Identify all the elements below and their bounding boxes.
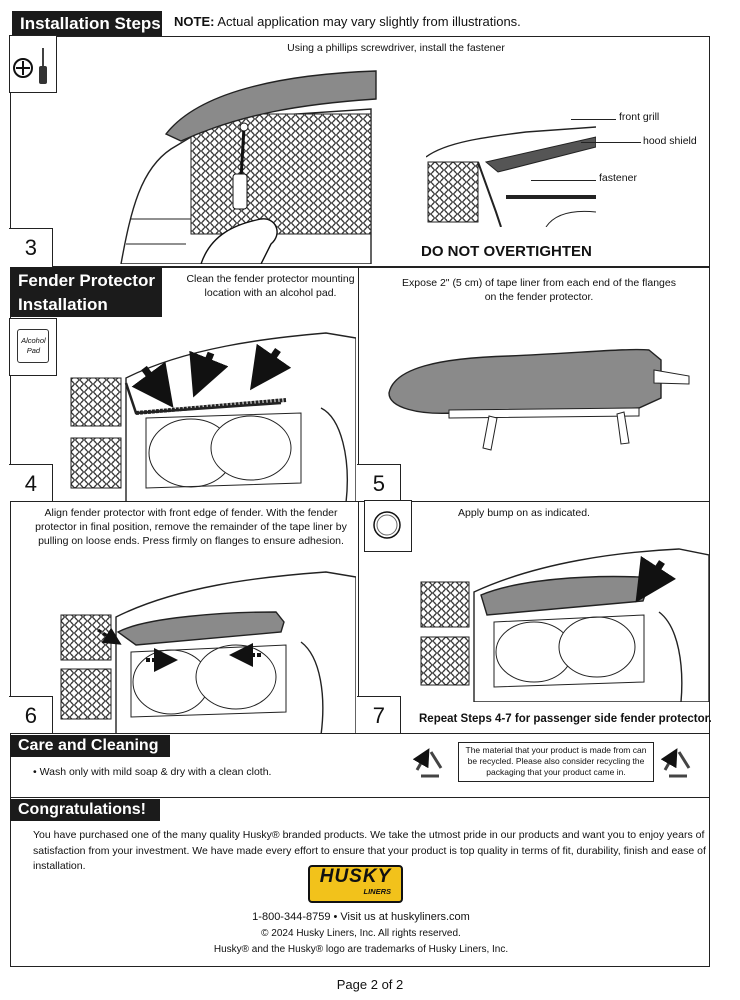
step6-caption-line3: pulling on loose ends. Press firmly on f… [38,535,344,548]
label-front-grill: front grill [619,111,660,123]
page-number: Page 2 of 2 [336,977,404,992]
step5-caption-line1: Expose 2" (5 cm) of tape liner from each… [402,277,676,289]
step6-caption: Align fender protector with front edge o… [26,506,356,549]
step4-caption-line2: location with an alcohol pad. [204,287,337,300]
label-hood-shield: hood shield [643,135,697,147]
step7-repeat-note: Repeat Steps 4-7 for passenger side fend… [419,713,712,725]
label-fastener: fastener [599,172,637,184]
congrats-header: Congratulations! [10,799,160,821]
recycle-icon-right [659,746,691,778]
alcohol-pad-icon-box: Alcohol Pad [9,318,58,376]
note-text: Actual application may vary slightly fro… [214,14,521,29]
screwdriver-icon [13,48,48,85]
care-bullet: • Wash only with mild soap & dry with a … [33,766,272,778]
step7-caption: Apply bump on as indicated. [458,507,590,519]
congrats-title: Congratulations! [18,801,146,818]
step7-number: 7 [357,695,402,736]
step3-caption: Using a phillips screwdriver, install th… [287,42,505,54]
bump-on-icon [373,511,401,540]
step6-panel: Align fender protector with front edge o… [9,501,360,736]
step3-number: 3 [9,227,54,268]
alcohol-pad-label-line2: Pad [26,346,41,355]
leader-line-front-grill [571,119,616,120]
step5-caption-line2: on the fender protector. [484,291,594,304]
leader-line-hood-shield [581,142,641,143]
fender-title-line2: Installation [18,295,108,314]
congrats-line3: installation. [33,860,86,872]
copyright-line: © 2024 Husky Liners, Inc. All rights res… [261,928,461,939]
note-label: NOTE: [174,14,215,29]
recycle-line1: The material that your product is made f… [465,745,647,755]
step5-illustration [388,348,690,451]
screwdriver-icon-box [9,35,58,94]
fender-title-line1: Fender Protector [18,271,155,290]
care-header: Care and Cleaning [10,735,170,757]
congrats-body: You have purchased one of the many quali… [33,828,706,875]
congrats-panel: You have purchased one of the many quali… [10,797,710,967]
congrats-line2: satisfaction from your investment. We ha… [33,844,706,857]
congrats-line1: You have purchased one of the many quali… [33,829,705,841]
step3-panel: Using a phillips screwdriver, install th… [9,35,710,268]
step5-number: 5 [357,463,402,504]
step4-caption: Clean the fender protector mounting loca… [183,272,358,300]
alcohol-pad-icon: Alcohol Pad [17,329,50,363]
contact-line: 1-800-344-8759 • Visit us at huskyliners… [252,911,470,923]
step5-caption: Expose 2" (5 cm) of tape liner from each… [389,276,689,304]
recycle-line2: be recycled. Please also consider recycl… [467,756,645,766]
step5-panel: Expose 2" (5 cm) of tape liner from each… [357,267,710,504]
step4-caption-line1: Clean the fender protector mounting [186,273,355,285]
husky-logo-text: HUSKY [319,866,392,887]
fender-protector-header: Fender Protector Installation [10,267,162,317]
installation-steps-title: Installation Steps [20,14,161,33]
bump-on-icon-box [364,500,412,553]
husky-logo: HUSKY LINERS [308,865,403,903]
note: NOTE: Actual application may vary slight… [174,14,521,29]
recycle-icon-left [411,746,443,778]
installation-steps-header: Installation Steps [12,11,162,37]
step6-number: 6 [9,695,54,736]
step3-detail-illustration [426,126,596,227]
husky-logo-sub: LINERS [363,887,391,896]
trademark-line: Husky® and the Husky® logo are trademark… [213,944,509,955]
step4-number: 4 [9,463,54,504]
step6-caption-line1: Align fender protector with front edge o… [44,507,338,519]
alcohol-pad-label-line1: Alcohol [21,336,46,345]
step3-illustration-left [120,70,377,264]
step4-illustration [70,332,356,503]
step7-panel: Apply bump on as indicated. Repeat Steps… [357,500,712,736]
care-title: Care and Cleaning [18,737,159,754]
do-not-overtighten-warning: DO NOT OVERTIGHTEN [421,243,592,260]
recycle-notice: The material that your product is made f… [458,742,654,782]
step6-illustration [60,571,356,735]
step6-caption-line2: protector in final position, remove the … [35,521,347,534]
leader-line-fastener [531,180,596,181]
recycle-line3: packaging that your product came in. [486,767,626,777]
step7-illustration [420,548,709,702]
